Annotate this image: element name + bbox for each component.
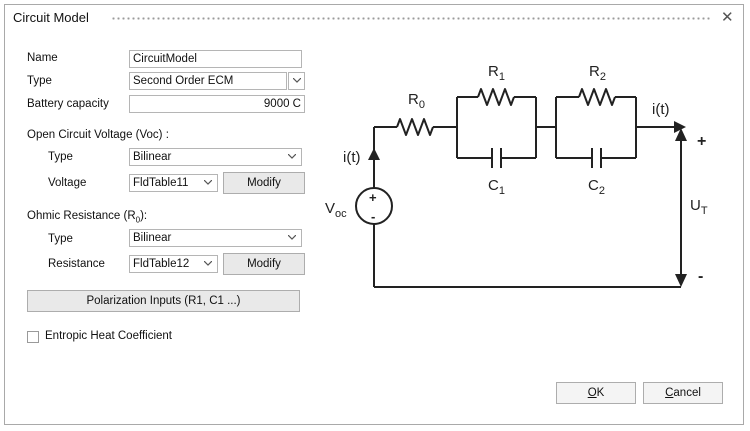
ocv-type-dropdown-button[interactable] [284, 149, 301, 165]
type-select[interactable]: Second Order ECM [129, 72, 305, 90]
entropic-heat-checkbox[interactable] [27, 331, 39, 343]
ohmic-type-dropdown-button[interactable] [284, 230, 301, 246]
ohmic-section-prefix: Ohmic Resistance (R [27, 210, 136, 222]
type-select-value: Second Order ECM [129, 72, 287, 90]
name-label: Name [27, 52, 58, 64]
cancel-rest: ancel [673, 387, 701, 399]
drag-grip[interactable] [111, 16, 711, 21]
source-plus-sign: + [369, 190, 377, 205]
dialog-title: Circuit Model [13, 10, 89, 25]
ohmic-type-value: Bilinear [129, 229, 302, 247]
ohmic-type-select[interactable]: Bilinear [129, 229, 302, 247]
cancel-mnemonic: C [665, 387, 674, 399]
name-input[interactable]: CircuitModel [129, 50, 302, 68]
left-current-arrowhead [368, 148, 380, 160]
ok-mnemonic: O [587, 387, 597, 399]
c1-label: C1 [488, 177, 505, 197]
ocv-voltage-label: Voltage [48, 177, 87, 189]
ohmic-resistance-label: Resistance [48, 258, 105, 270]
c2-label: C2 [588, 177, 605, 197]
r1-resistor [477, 88, 515, 106]
cancel-button[interactable]: Cancel [643, 382, 723, 404]
ocv-modify-button[interactable]: Modify [223, 172, 305, 194]
polarization-inputs-button[interactable]: Polarization Inputs (R1, C1 ...) [27, 290, 300, 312]
title-bar[interactable]: Circuit Model ✕ [5, 5, 743, 31]
ocv-type-value: Bilinear [129, 148, 302, 166]
ocv-voltage-value: FldTable11 [129, 174, 218, 192]
ocv-voltage-select[interactable]: FldTable11 [129, 174, 218, 192]
r0-resistor [396, 118, 434, 136]
battery-capacity-input[interactable]: 9000 C [129, 95, 305, 113]
chevron-down-icon [288, 235, 296, 240]
r2-label: R2 [589, 63, 606, 83]
ok-rest: K [596, 387, 605, 399]
ohmic-resistance-select[interactable]: FldTable12 [129, 255, 218, 273]
source-minus-sign: - [371, 209, 375, 224]
r0-label: R0 [408, 91, 425, 111]
output-minus-sign: - [698, 268, 703, 285]
ohmic-resistance-value: FldTable12 [129, 255, 218, 273]
chevron-down-icon [204, 261, 212, 266]
circuit-model-dialog: Circuit Model ✕ [4, 4, 744, 425]
output-plus-sign: + [697, 133, 706, 150]
r1-label: R1 [488, 63, 505, 83]
ocv-type-label: Type [48, 151, 73, 163]
ut-arrowhead-bottom [675, 274, 687, 287]
ohmic-resistance-dropdown-button[interactable] [200, 256, 217, 272]
close-icon[interactable]: ✕ [721, 9, 734, 26]
chevron-down-icon [288, 154, 296, 159]
r2-resistor [578, 88, 616, 106]
type-label: Type [27, 75, 52, 87]
ohmic-type-label: Type [48, 233, 73, 245]
ok-button[interactable]: OK [556, 382, 636, 404]
left-current-label: i(t) [343, 149, 361, 166]
ocv-section-label: Open Circuit Voltage (Voc) : [27, 129, 169, 141]
ohmic-section-label: Ohmic Resistance (R0): [27, 210, 147, 224]
output-current-label: i(t) [652, 101, 670, 118]
chevron-down-icon [293, 78, 301, 83]
ut-arrowhead-top [675, 128, 687, 141]
voc-label: Voc [325, 200, 347, 220]
ut-label: UT [690, 197, 708, 217]
output-current-arrowhead [674, 121, 686, 133]
type-dropdown-button[interactable] [288, 72, 305, 90]
ocv-voltage-dropdown-button[interactable] [200, 175, 217, 191]
battery-capacity-label: Battery capacity [27, 98, 109, 110]
chevron-down-icon [204, 180, 212, 185]
ohmic-section-suffix: ): [140, 210, 148, 222]
ocv-type-select[interactable]: Bilinear [129, 148, 302, 166]
entropic-heat-label[interactable]: Entropic Heat Coefficient [45, 330, 172, 342]
ohmic-section-sub: 0 [135, 215, 141, 225]
ohmic-modify-button[interactable]: Modify [223, 253, 305, 275]
